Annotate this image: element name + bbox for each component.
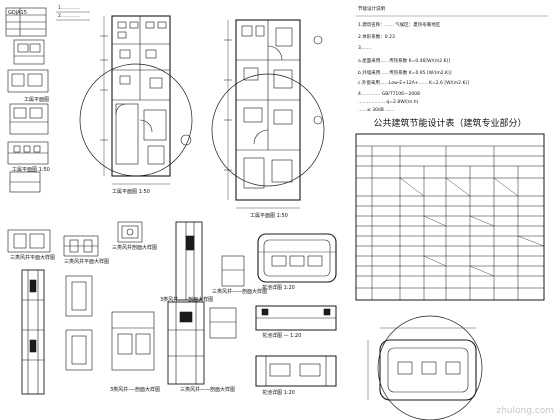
energy-notes-heading: 节能设计说明 [358, 7, 385, 12]
energy-note-line: a.屋面采用……传热系数 K=0.46[W/(m2.K)] [358, 59, 450, 64]
energy-table-title: 公共建筑节能设计表（建筑专业部分） [373, 119, 527, 129]
shaft-sections-left [7, 229, 99, 395]
header-note-1: 1.………… [58, 6, 81, 11]
energy-note-line: ……………… q=2.8W/(m.h) [358, 100, 419, 105]
watermark: zhulong.com [496, 406, 554, 416]
energy-note-line: c.外窗采用……Low-E+12A+…… K=2.6 [W/(m2.K)] [358, 81, 469, 86]
energy-design-table [355, 133, 545, 301]
header-block [5, 7, 90, 37]
energy-note-line: ……≤ 30dB …… [358, 108, 395, 113]
plan-1-label: 工属平面图 1:50 [112, 189, 150, 195]
detail-2-label: 花池详图 — 1:20 [262, 333, 302, 339]
energy-note-line: 1.建筑名称：…… 气候区：夏热冬暖地区 [358, 23, 441, 28]
section-g-label: 三类风井—―剖面大样图 [180, 387, 236, 393]
section-a-label: 三类风井平面大样图 [10, 255, 56, 261]
planter-details [255, 233, 337, 387]
detail-3-label: 花池详图 1:20 [262, 390, 295, 396]
floor-plan-1 [79, 15, 193, 185]
energy-note-line: 3.…… [358, 46, 372, 51]
energy-note-line: b.外墙采用……传热系数 K=0.95 [W/(m2.K)] [358, 71, 452, 76]
detail-1-label: 花池详图 1:20 [262, 285, 295, 291]
section-d-label: 三类风井剖面大样图 [112, 245, 158, 251]
energy-note-line: 4.………… GB/T7106—2008 [358, 92, 420, 97]
energy-note-line: 2.体形系数：0.23 [358, 35, 395, 40]
floor-plan-2 [211, 19, 325, 209]
small-details-left [7, 39, 49, 193]
header-note-2: 2.………… [58, 14, 81, 19]
header-code: GDJA15 [8, 10, 27, 16]
plan-3-label: 工属平面图 1:50 [250, 213, 288, 219]
section-f-label: 3类风井-―剖面大样图 [110, 387, 160, 393]
section-e-label: 三类风井—―剖面大样图 [212, 289, 268, 295]
planter-plan-right [367, 315, 483, 420]
section-c-label: 3类风井—―剖面大样图 [160, 297, 214, 303]
plan-2-label: 工属平面图 [24, 97, 50, 103]
plan-4-label: 工属平面图 1:50 [12, 167, 50, 173]
section-b-label: 三类风井平面大样图 [64, 259, 110, 265]
shaft-sections-middle [111, 221, 245, 385]
